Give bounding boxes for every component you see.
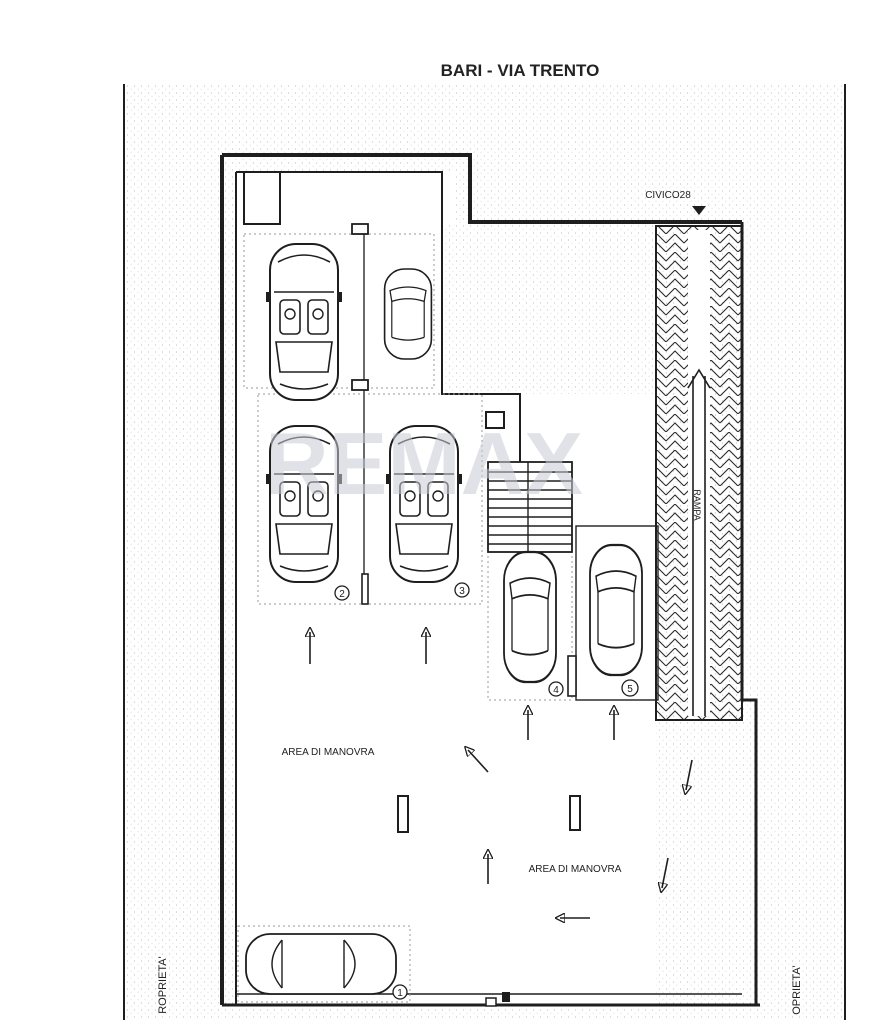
parking-number-3: 3 [454,582,470,598]
maneuver-area-label-2: AREA DI MANOVRA [529,864,622,875]
plan-title: BARI - VIA TRENTO [441,61,600,80]
svg-text:2: 2 [339,589,345,600]
car-bay-1 [245,933,397,995]
svg-text:5: 5 [627,684,633,695]
parking-number-2: 2 [334,585,350,601]
car-bay-top-left [265,243,343,401]
svg-text:4: 4 [553,685,559,696]
parking-number-4: 4 [548,681,564,697]
parking-number-5: 5 [621,679,639,697]
svg-text:1: 1 [397,988,403,999]
entrance-label: CIVICO28 [645,190,691,201]
watermark-logo: REMAX [265,414,583,513]
car-bay-5 [588,543,644,677]
direction-arrows [310,632,693,918]
ramp [655,206,743,721]
car-small-top [383,268,433,360]
ramp-label: RAMPA [692,489,702,520]
left-property-label: ROPRIETA' [157,956,169,1014]
maneuver-area-label-1: AREA DI MANOVRA [282,747,375,758]
parking-number-1: 1 [392,984,408,1000]
car-bay-4 [502,550,558,684]
entrance-marker-icon [692,206,706,215]
staircase [485,411,573,553]
right-property-label: OPRIETA' [791,965,803,1015]
svg-text:3: 3 [459,586,465,597]
